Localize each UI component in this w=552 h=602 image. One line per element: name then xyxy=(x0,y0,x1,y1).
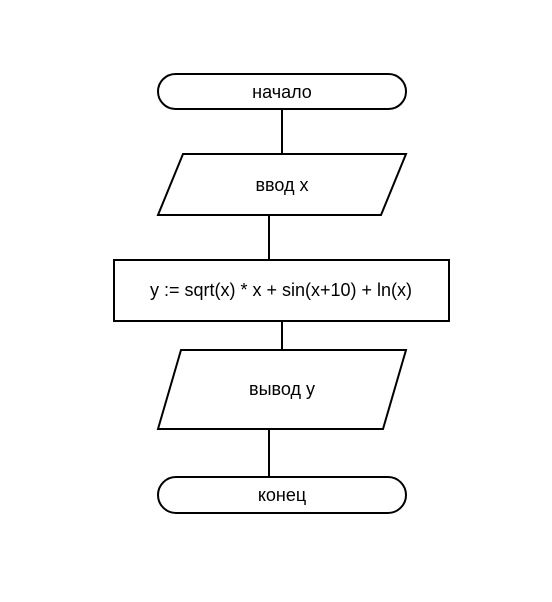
end-terminator: конец xyxy=(157,476,407,514)
start-terminator: начало xyxy=(157,73,407,110)
input-parallelogram-shape xyxy=(156,153,408,216)
start-label: начало xyxy=(252,82,312,102)
start-terminator-shape xyxy=(157,73,407,110)
end-terminator-shape xyxy=(157,476,407,514)
output-block: вывод y xyxy=(156,349,408,430)
process-label: y := sqrt(x) * x + sin(x+10) + ln(x) xyxy=(150,280,412,300)
input-block: ввод x xyxy=(156,153,408,216)
process-block: y := sqrt(x) * x + sin(x+10) + ln(x) xyxy=(113,259,450,322)
end-label: конец xyxy=(258,485,306,505)
input-label: ввод x xyxy=(255,175,308,195)
output-parallelogram-shape xyxy=(156,349,408,430)
output-label: вывод y xyxy=(249,379,315,399)
process-rectangle-shape xyxy=(113,259,450,322)
